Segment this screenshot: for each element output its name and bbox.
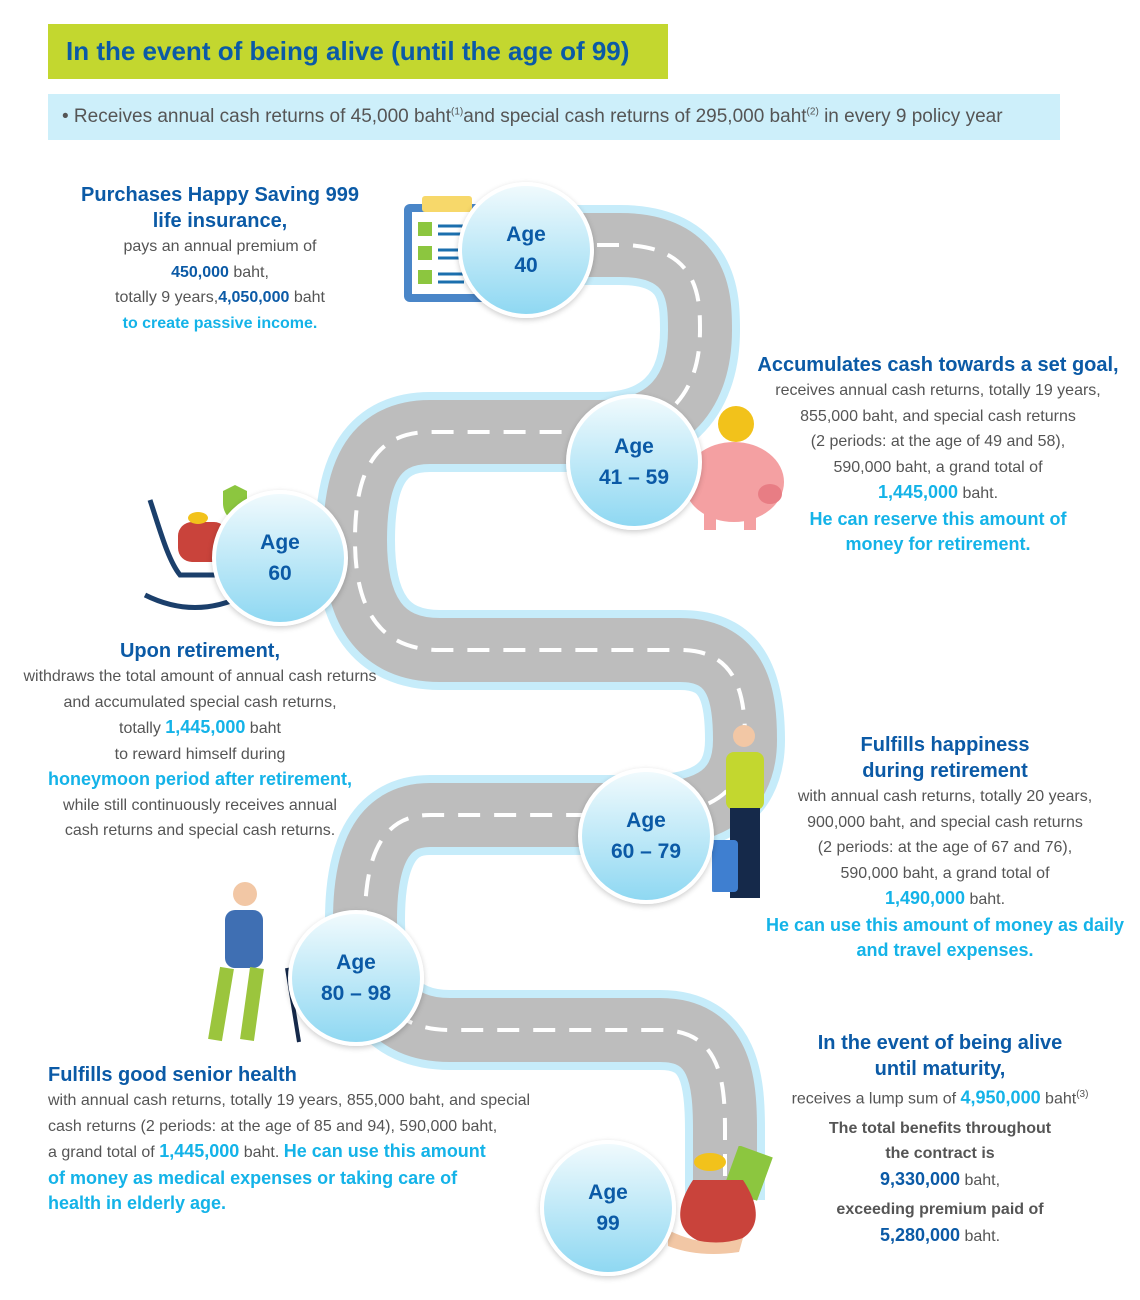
piggy-bank-icon	[684, 406, 784, 530]
page-title: In the event of being alive (until the a…	[66, 36, 630, 66]
retiree-traveler-icon	[712, 725, 764, 898]
subtitle-banner: • Receives annual cash returns of 45,000…	[48, 94, 1060, 140]
block-age-41-59: Accumulates cash towards a set goal,rece…	[757, 354, 1119, 554]
block-age-60: Upon retirement,withdraws the total amou…	[23, 640, 377, 839]
title-banner: In the event of being alive (until the a…	[48, 24, 668, 79]
subtitle-text: • Receives annual cash returns of 45,000…	[62, 106, 1003, 127]
money-bag-hand-icon	[668, 1146, 773, 1254]
